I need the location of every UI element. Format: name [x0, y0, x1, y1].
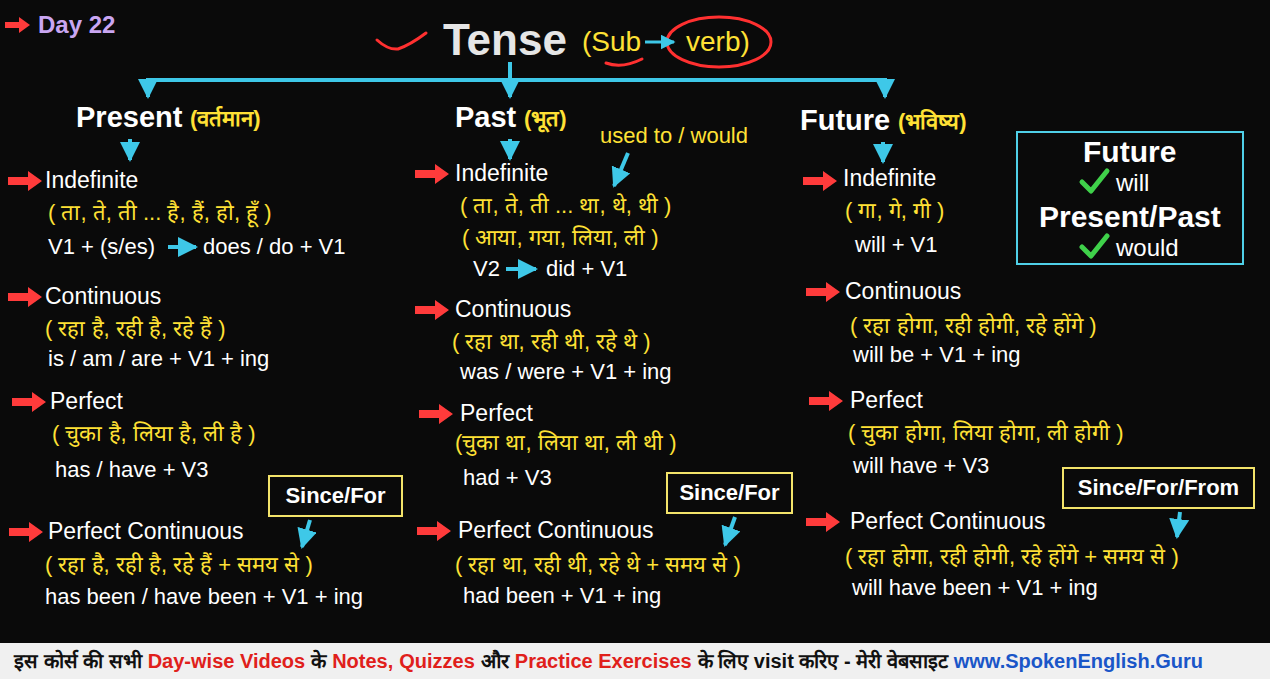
footer-segment: Practice Exercises	[515, 649, 692, 673]
tense-name: Continuous	[455, 296, 571, 324]
tense-name: Perfect Continuous	[850, 508, 1046, 536]
tense-name: Perfect	[50, 388, 123, 416]
footer-segment: www.SpokenEnglish.Guru	[954, 649, 1203, 673]
down-arrow	[881, 142, 885, 162]
formula: has / have + V3	[55, 457, 209, 483]
formula: was / were + V1 + ing	[460, 359, 672, 385]
hindi-cue: ( चुका है, लिया है, ली है )	[52, 421, 256, 447]
footer-segment: के लिए visit करिए - मेरी वेबसाइट	[698, 649, 948, 673]
since-for-box: Since/For	[268, 475, 403, 517]
hindi-cue: ( रहा होगा, रही होगी, रहे होंगे + समय से…	[845, 544, 1179, 570]
tree-arrow	[883, 78, 887, 97]
tense-name: Perfect	[850, 387, 923, 415]
formula: V1 + (s/es)	[48, 234, 155, 260]
since-for-box: Since/For/From	[1062, 467, 1255, 509]
formula: has been / have been + V1 + ing	[45, 584, 363, 610]
box-text: Since/For/From	[1078, 475, 1239, 501]
hindi-cue: ( रहा होगा, रही होगी, रहे होंगे )	[850, 313, 1097, 339]
formula-arrow	[168, 245, 196, 249]
note: used to / would	[600, 123, 748, 149]
diagram-title: Tense	[443, 14, 567, 67]
box-text: Since/For	[285, 483, 385, 509]
formula: had + V3	[463, 465, 552, 491]
pointer-arrow	[614, 153, 628, 186]
hindi-cue: ( आया, गया, लिया, ली )	[462, 225, 659, 251]
formula: will have been + V1 + ing	[852, 575, 1098, 601]
box-text: Future	[1083, 134, 1176, 170]
tense-name: Perfect	[460, 400, 533, 428]
hindi-cue: (चुका था, लिया था, ली थी )	[455, 430, 677, 456]
tense-name: Indefinite	[843, 165, 936, 193]
hindi-cue: ( रहा था, रही थी, रहे थे + समय से )	[455, 552, 741, 578]
column-heading: Past	[455, 100, 516, 135]
hindi-cue: ( रहा था, रही थी, रहे थे )	[452, 329, 651, 355]
formula: will be + V1 + ing	[853, 342, 1021, 368]
hindi-cue: ( गा, गे, गी )	[845, 198, 944, 224]
check-mark	[1082, 236, 1107, 256]
heading-translation: (भविष्य)	[898, 109, 967, 135]
underline-annotation	[606, 59, 642, 65]
since-for-box: Since/For	[666, 472, 793, 514]
hindi-cue: ( रहा है, रही है, रहे हैं )	[45, 316, 226, 342]
footer-segment: इस कोर्स की सभी	[14, 649, 142, 673]
down-arrow	[508, 139, 512, 159]
check-mark	[1082, 171, 1107, 191]
box-text: Since/For	[679, 480, 779, 506]
box-text: Present/Past	[1039, 199, 1221, 235]
tense-name: Continuous	[845, 278, 961, 306]
red-pointer	[5, 17, 30, 33]
column-heading: Present	[76, 100, 182, 135]
down-arrow	[128, 139, 132, 160]
pointer-arrow	[302, 520, 310, 547]
pointer-arrow	[725, 517, 735, 545]
hindi-cue: ( रहा है, रही है, रहे हैं + समय से )	[45, 552, 313, 578]
footer-segment: Quizzes	[399, 649, 475, 673]
tense-name: Perfect Continuous	[458, 517, 654, 545]
box-text: would	[1116, 234, 1179, 263]
subtitle: (Sub	[582, 25, 641, 59]
box-text: will	[1116, 169, 1149, 198]
heading-translation: (भूत)	[524, 106, 567, 132]
tense-name: Indefinite	[455, 160, 548, 188]
tense-name: Perfect Continuous	[48, 518, 244, 546]
footer-segment: और	[481, 649, 509, 673]
tree-arrow	[146, 78, 150, 97]
hindi-cue: ( ता, ते, ती ... है, हैं, हो, हूँ )	[48, 200, 272, 226]
day-tag: Day 22	[38, 11, 115, 40]
column-heading: Future	[800, 103, 890, 138]
formula: will have + V3	[853, 453, 989, 479]
tense-name: Continuous	[45, 283, 161, 311]
formula: will + V1	[855, 232, 938, 258]
check-annotation	[377, 33, 426, 49]
sub-verb-arrow	[645, 41, 674, 44]
heading-translation: (वर्तमान)	[190, 106, 261, 132]
circle-annotation	[667, 17, 771, 67]
hindi-cue: ( ता, ते, ती ... था, थे, थी )	[460, 193, 671, 219]
formula: is / am / are + V1 + ing	[48, 346, 269, 372]
formula: did + V1	[546, 256, 627, 282]
red-bullets	[8, 164, 843, 542]
tree-line	[148, 78, 885, 82]
note-box: FuturewillPresent/Pastwould	[1016, 131, 1244, 265]
formula-arrow	[506, 267, 536, 271]
subtitle: verb)	[686, 25, 750, 59]
tree-arrow	[508, 62, 512, 97]
tense-name: Indefinite	[45, 167, 138, 195]
footer-segment: Day-wise Videos	[148, 649, 305, 673]
formula: had been + V1 + ing	[463, 583, 661, 609]
pointer-arrow	[1177, 512, 1180, 537]
formula: V2	[473, 256, 500, 282]
formula: does / do + V1	[203, 234, 346, 260]
footer-segment: के	[311, 649, 326, 673]
hindi-cue: ( चुका होगा, लिया होगा, ली होगी )	[848, 420, 1124, 446]
footer-text: इस कोर्स की सभीDay-wise VideosकेNotes,Qu…	[14, 643, 1203, 679]
footer-segment: Notes,	[332, 649, 393, 673]
